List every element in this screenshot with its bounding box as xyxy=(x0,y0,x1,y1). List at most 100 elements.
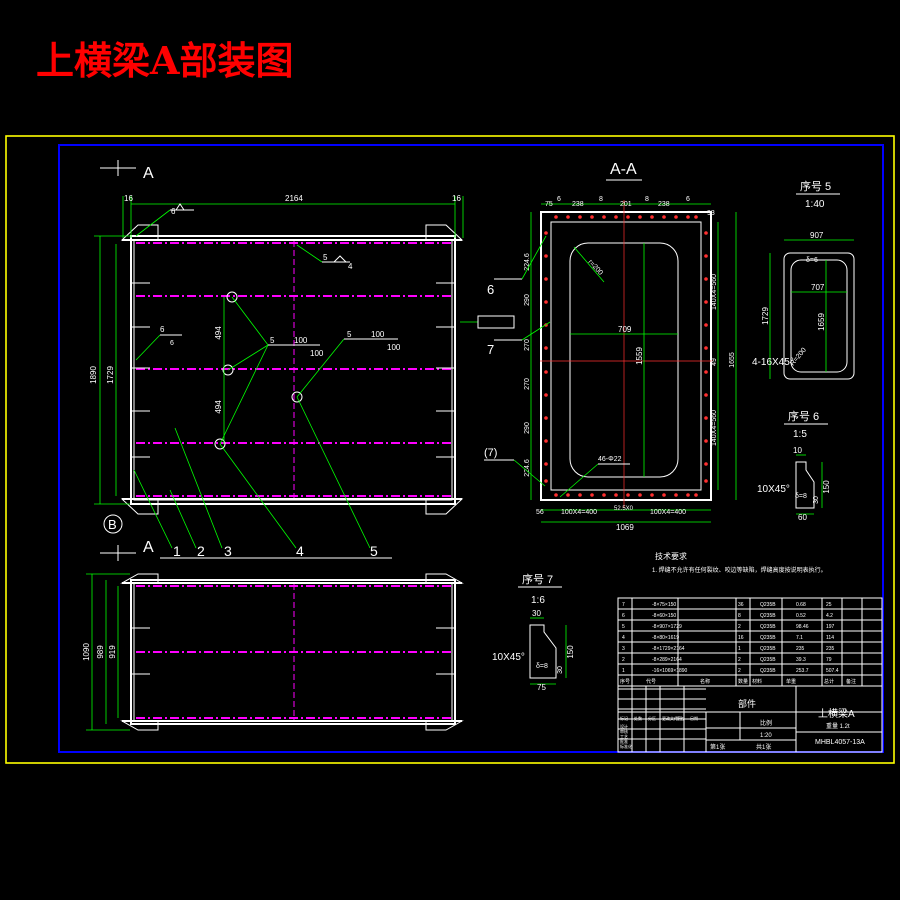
svg-text:5: 5 xyxy=(270,336,275,345)
bolt-hole xyxy=(614,215,618,219)
bom-header-cell: 材料 xyxy=(752,678,762,685)
svg-text:δ=8: δ=8 xyxy=(795,493,807,500)
front-view: A A B 2164 16 16 1890 1729 494 494 xyxy=(89,160,464,561)
svg-text:δ=6: δ=6 xyxy=(806,257,818,264)
front-plate xyxy=(130,235,456,505)
bom-cell: 7 xyxy=(622,602,625,608)
sec-width: 1069 xyxy=(616,523,634,532)
bom-header-cell: 序号 xyxy=(620,678,630,685)
svg-text:270: 270 xyxy=(524,378,531,390)
sec-radius: r=200 xyxy=(587,259,604,277)
bom-cell: Q235B xyxy=(760,613,776,619)
svg-text:4-16X45°: 4-16X45° xyxy=(752,357,794,368)
dim-spacing-b: 494 xyxy=(214,400,223,414)
bolt-hole xyxy=(704,439,708,443)
drawing-title: 上横梁A部装图 xyxy=(36,38,293,83)
svg-text:100: 100 xyxy=(294,336,308,345)
bom-cell: 2 xyxy=(738,668,741,674)
weld-note-2: 5 4 xyxy=(296,244,353,271)
bolt-hole xyxy=(554,215,558,219)
bom-cell: -8×60×150 xyxy=(652,613,676,619)
bom-cell: 4.2 xyxy=(826,613,833,619)
weld-note-5: 5 100 100 xyxy=(296,330,401,398)
part-label-5: 5 xyxy=(370,543,378,559)
svg-text:6: 6 xyxy=(160,325,165,334)
bolt-hole xyxy=(704,462,708,466)
svg-text:140X4=560: 140X4=560 xyxy=(711,274,718,310)
svg-text:49: 49 xyxy=(711,358,718,366)
detail5-title: 序号 5 xyxy=(800,179,831,193)
bolt-hole xyxy=(554,493,558,497)
tb-assembly: 部件 xyxy=(738,698,756,709)
bom-cell: -16×1069×1890 xyxy=(652,668,688,674)
bom-cell: 235 xyxy=(826,646,835,652)
svg-text:707: 707 xyxy=(811,283,825,292)
dim-width: 2164 xyxy=(285,194,303,203)
bom-cell: -8×75×150 xyxy=(652,602,676,608)
bolt-hole xyxy=(704,254,708,258)
bom-header-cell: 名称 xyxy=(700,678,710,685)
rev-label: 更改文件号 xyxy=(662,715,682,721)
bolt-hole xyxy=(544,370,548,374)
rev-label: 处数 xyxy=(634,715,642,721)
bolt-hole xyxy=(544,393,548,397)
bom-cell: 98.46 xyxy=(796,624,809,630)
svg-text:224.6: 224.6 xyxy=(524,253,531,271)
bolt-hole xyxy=(704,346,708,350)
bolt-hole xyxy=(662,215,666,219)
bolt-hole xyxy=(544,416,548,420)
svg-text:140X4=560: 140X4=560 xyxy=(711,410,718,446)
bolt-hole xyxy=(638,215,642,219)
bolt-hole xyxy=(544,439,548,443)
rev-label: 标记 xyxy=(620,715,628,721)
bolt-hole xyxy=(704,323,708,327)
svg-text:5: 5 xyxy=(323,253,328,262)
bom-header-cell: 单重 xyxy=(786,678,796,685)
bom-cell: Q235B xyxy=(760,668,776,674)
tb-scale-value: 1:20 xyxy=(760,733,772,739)
sec-inner-width: 709 xyxy=(618,325,632,334)
bolt-hole xyxy=(704,370,708,374)
bom-cell: -8×80×1619 xyxy=(652,635,679,641)
rev-label: 日期 xyxy=(690,715,698,721)
svg-text:224.6: 224.6 xyxy=(524,459,531,477)
svg-text:150: 150 xyxy=(566,645,575,659)
svg-text:100: 100 xyxy=(371,330,385,339)
section-view: A-A 75 6 238 8 201 8 238 6 93 224.6 290 … xyxy=(460,161,737,532)
svg-text:238: 238 xyxy=(572,201,584,208)
svg-text:93: 93 xyxy=(707,210,715,217)
detail5-scale: 1:40 xyxy=(805,199,825,210)
role-label: 标准化 xyxy=(620,743,632,749)
rev-label: 分区 xyxy=(648,715,656,721)
section-mark-top: A xyxy=(143,165,154,182)
svg-text:30: 30 xyxy=(532,609,541,618)
svg-text:8: 8 xyxy=(645,196,649,203)
dim-bottom-outer: 1090 xyxy=(82,643,91,661)
tb-sheet-total: 共1张 xyxy=(756,743,771,751)
weld-note-4: 5 100 100 xyxy=(219,296,324,445)
bom-cell: 235 xyxy=(796,646,805,652)
detail-5: 序号 5 1:40 907 707 1729 1659 δ=6 4-16X45°… xyxy=(752,179,855,380)
bom-cell: 79 xyxy=(826,657,832,663)
bom-cell: -8×289×2164 xyxy=(652,657,682,663)
svg-text:1659: 1659 xyxy=(817,313,826,331)
detail-6: 序号 6 1:5 10 10X45° 150 30 60 δ=8 xyxy=(757,409,831,522)
section-title: A-A xyxy=(610,161,637,178)
bolt-hole xyxy=(674,215,678,219)
inner-frame xyxy=(58,144,884,753)
svg-text:150: 150 xyxy=(822,480,831,494)
svg-text:10: 10 xyxy=(793,446,802,455)
svg-text:30: 30 xyxy=(557,666,564,674)
svg-text:1729: 1729 xyxy=(761,307,770,325)
bom-cell: 39.3 xyxy=(796,657,806,663)
tech-req-title: 技术要求 xyxy=(655,551,687,561)
svg-text:75: 75 xyxy=(537,683,546,692)
svg-text:238: 238 xyxy=(658,201,670,208)
role-label: 设计 xyxy=(620,723,628,729)
bolt-holes xyxy=(544,215,708,497)
bom-header-cell: 备注 xyxy=(846,678,856,685)
svg-text:75: 75 xyxy=(545,201,553,208)
detail7-title: 序号 7 xyxy=(522,572,553,586)
sec-height-total: 1655 xyxy=(729,352,736,368)
gusset-br xyxy=(425,498,464,515)
